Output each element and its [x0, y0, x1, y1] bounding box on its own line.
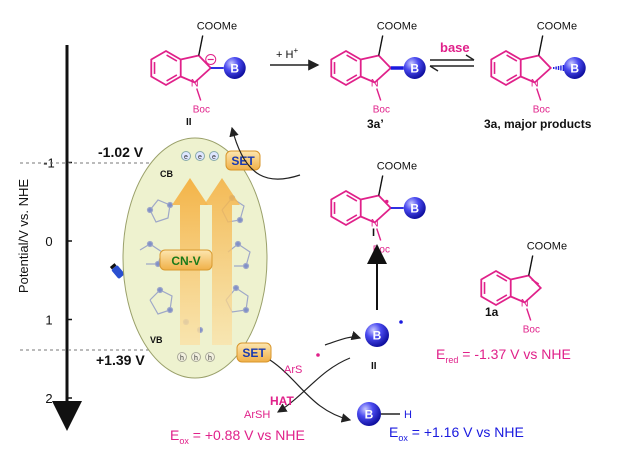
electron: e: [198, 154, 202, 161]
boc-group: Boc: [523, 325, 540, 336]
ester-group: COOMe: [537, 21, 577, 33]
hat-label: HAT: [270, 394, 294, 408]
hat-curve-right: [276, 357, 351, 413]
label-indole: 1a: [485, 305, 499, 319]
axis-tick-label: -1: [43, 156, 55, 171]
e-ox-thiol: Eox = +0.88 V vs NHE: [170, 427, 305, 446]
electron: e: [184, 154, 188, 161]
axis-tick-label: 2: [45, 391, 52, 406]
vb-potential: +1.39 V: [96, 352, 145, 368]
svg-text:B: B: [373, 329, 382, 343]
compound-1a: N Boc COOMe: [480, 241, 567, 336]
electron: e: [212, 154, 216, 161]
nitrogen-atom: N: [191, 78, 199, 90]
set-box-cb: SET: [225, 150, 261, 171]
protonation-label: + H+: [276, 46, 298, 61]
boc-group: Boc: [193, 105, 210, 116]
svg-text:H: H: [404, 409, 412, 421]
hole: h: [194, 355, 198, 362]
catalyst-badge: [159, 249, 213, 271]
hole: h: [180, 355, 184, 362]
label-trans: 3a, major products: [484, 117, 592, 131]
e-red: Ered = -1.37 V vs NHE: [436, 346, 571, 365]
label-cis: 3a’: [367, 117, 384, 131]
ester-group: COOMe: [197, 21, 237, 33]
ester-group: COOMe: [377, 161, 417, 173]
boc-group: Boc: [533, 105, 550, 116]
lamp-icon: [109, 263, 125, 279]
boryl-radical-II: B: [365, 320, 403, 347]
axis-tick-label: 0: [45, 234, 52, 249]
label-anion: II: [186, 117, 192, 128]
base-label: base: [440, 40, 470, 55]
axis-label: Potential/V vs. NHE: [16, 179, 31, 293]
svg-text:SET: SET: [242, 346, 266, 360]
label-radical: I: [372, 227, 375, 239]
svg-text:SET: SET: [231, 154, 255, 168]
set-box-vb: SET: [236, 342, 272, 363]
thiyl-radical-dot: [316, 353, 320, 357]
boc-group: Boc: [373, 245, 390, 256]
ester-group: COOMe: [527, 241, 567, 253]
arylthiol: ArSH: [244, 409, 270, 421]
borane-BH: B H: [357, 402, 412, 426]
nitrogen-atom: N: [531, 78, 539, 90]
cb-potential: -1.02 V: [98, 144, 144, 160]
nitrogen-atom: N: [521, 298, 529, 310]
cb-label: CB: [160, 169, 173, 179]
svg-text:B: B: [365, 408, 374, 422]
nitrogen-atom: N: [371, 218, 379, 230]
hat-to-radical: [324, 330, 362, 346]
vb-label: VB: [150, 335, 163, 345]
catalyst-name: CN-V: [171, 254, 200, 268]
boryl-group: B: [410, 202, 419, 216]
nitrogen-atom: N: [371, 78, 379, 90]
equilibrium-arrows: [429, 54, 475, 72]
ester-group: COOMe: [377, 21, 417, 33]
boryl-group: B: [570, 62, 579, 76]
hat-curve-left: [269, 359, 352, 423]
e-ox-borane: Eox = +1.16 V vs NHE: [389, 424, 524, 443]
set-cb-curve: [229, 126, 301, 180]
boryl-group: B: [230, 62, 239, 76]
label-boryl-radical: II: [371, 361, 377, 372]
boc-group: Boc: [373, 105, 390, 116]
boryl-group: B: [410, 62, 419, 76]
axis-tick-label: 1: [45, 313, 52, 328]
arylthiyl-radical: ArS: [284, 364, 302, 376]
hole: h: [208, 355, 212, 362]
